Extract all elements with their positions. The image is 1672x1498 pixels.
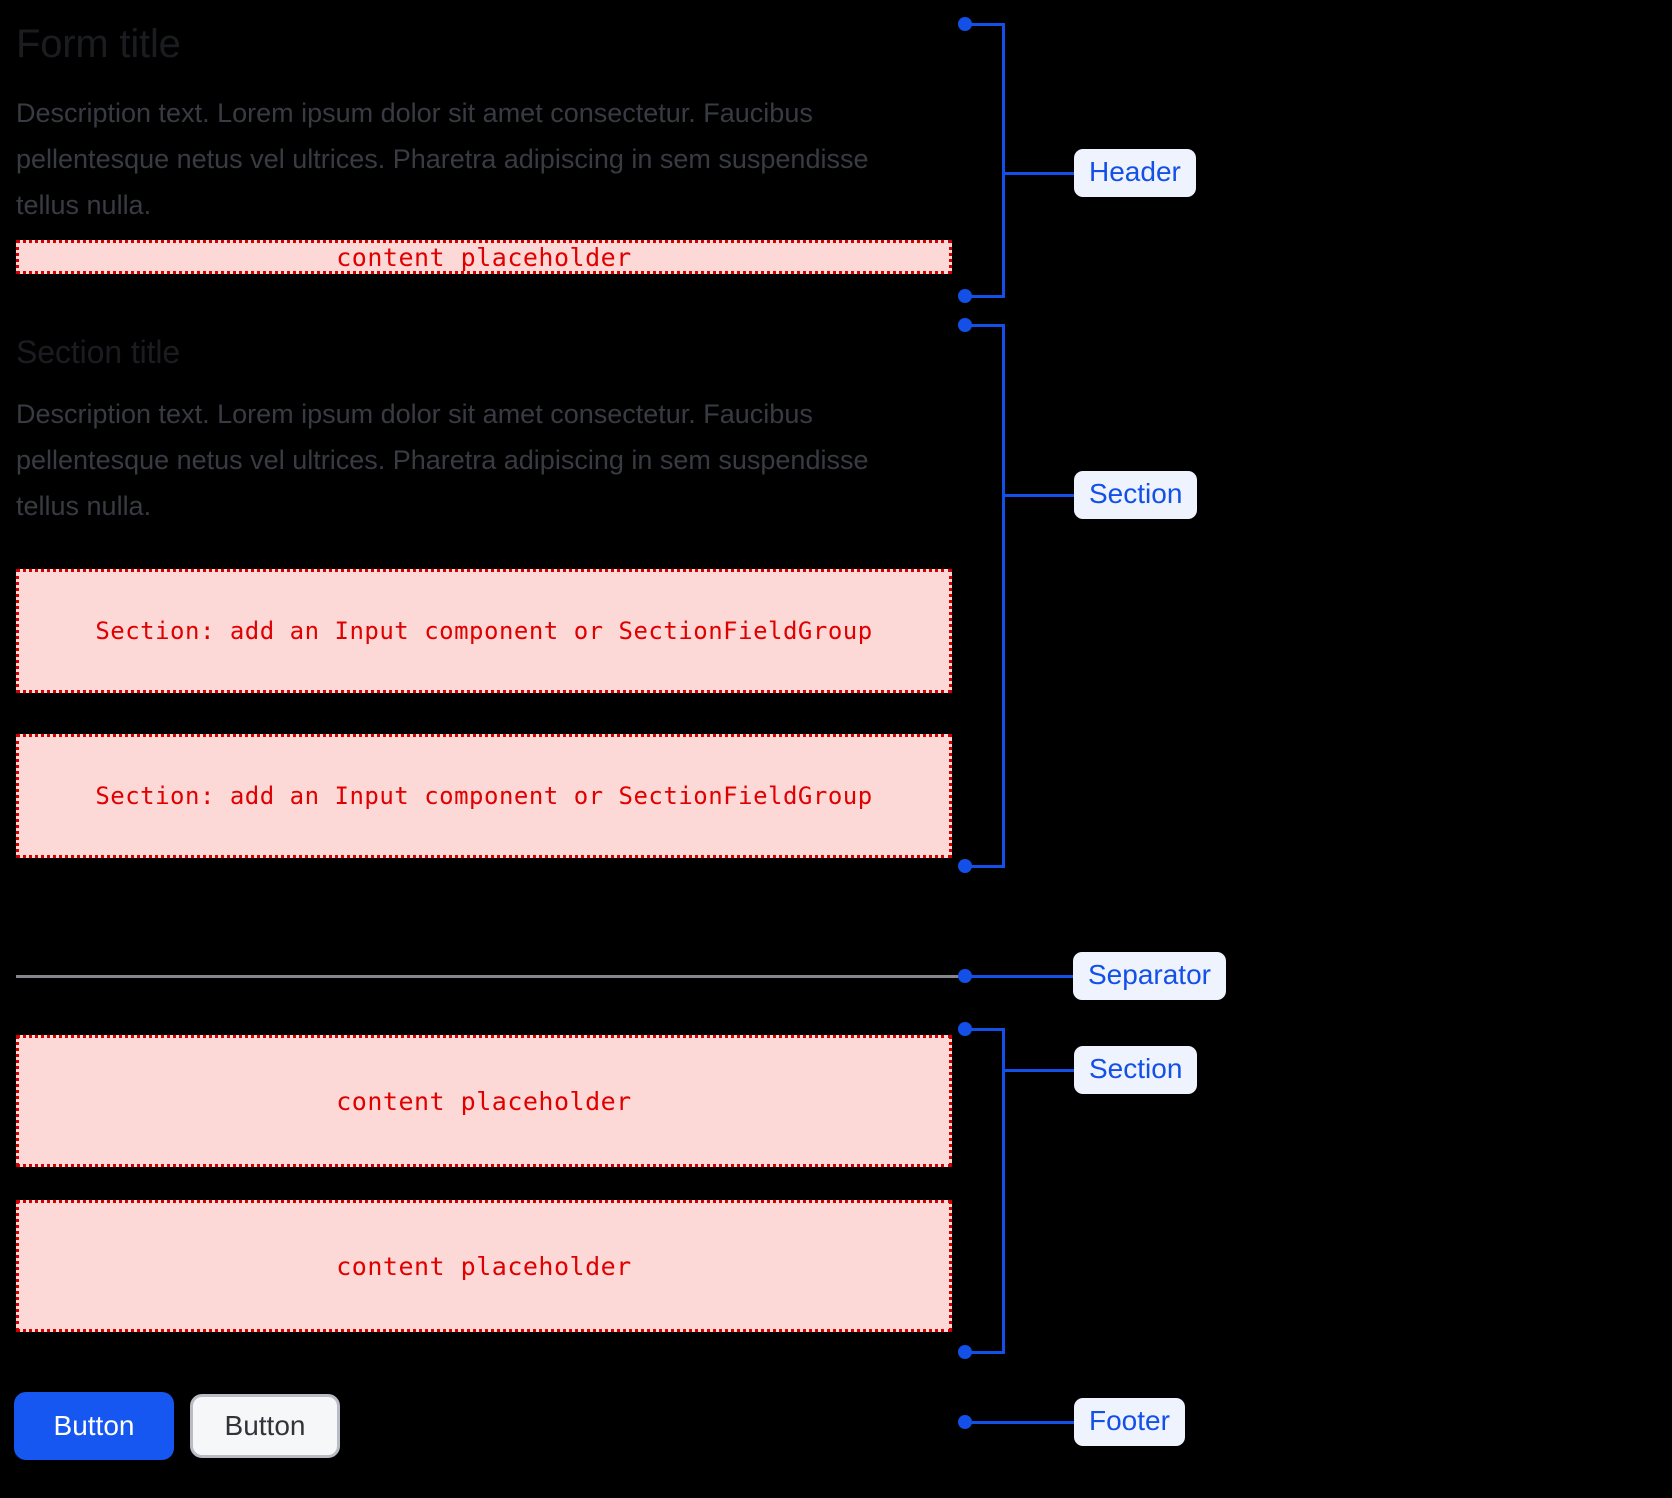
section-two-placeholder-2-label: content placeholder	[336, 1251, 632, 1281]
section-two-bracket-spine	[1002, 1028, 1005, 1354]
section-field-placeholder-2[interactable]: Section: add an Input component or Secti…	[16, 734, 952, 858]
separator-annotation-leader	[965, 975, 1075, 978]
section-field-placeholder-1-label: Section: add an Input component or Secti…	[95, 617, 873, 645]
section-one-bracket-leader	[1002, 494, 1076, 497]
section-two-placeholder-1-label: content placeholder	[336, 1086, 632, 1116]
header-bracket-bottom-stem	[965, 295, 1005, 298]
primary-button[interactable]: Button	[14, 1392, 174, 1460]
annotation-label-footer[interactable]: Footer	[1074, 1398, 1185, 1446]
secondary-button[interactable]: Button	[190, 1394, 340, 1458]
footer-annotation-leader	[965, 1421, 1077, 1424]
section-two-bracket-bottom-stem	[965, 1351, 1005, 1354]
section-field-placeholder-1[interactable]: Section: add an Input component or Secti…	[16, 569, 952, 693]
section-one-bracket-spine	[1002, 324, 1005, 868]
header-bracket-spine	[1002, 23, 1005, 298]
section-one-bracket-bottom-stem	[965, 865, 1005, 868]
form-header-description: Description text. Lorem ipsum dolor sit …	[16, 98, 869, 220]
header-content-placeholder[interactable]: content placeholder	[16, 240, 952, 274]
header-content-placeholder-label: content placeholder	[336, 242, 632, 272]
section-title: Section title	[16, 334, 181, 370]
header-bracket-top-stem	[965, 23, 1005, 26]
section-two-bracket-leader	[1002, 1069, 1076, 1072]
section-one-bracket-top-stem	[965, 324, 1005, 327]
section-two-placeholder-2[interactable]: content placeholder	[16, 1200, 952, 1332]
section-field-placeholder-2-label: Section: add an Input component or Secti…	[95, 782, 873, 810]
separator	[16, 975, 960, 978]
annotation-label-header[interactable]: Header	[1074, 149, 1196, 197]
annotation-label-section-one[interactable]: Section	[1074, 471, 1198, 519]
section-two-placeholder-1[interactable]: content placeholder	[16, 1035, 952, 1167]
header-bracket-leader	[1002, 172, 1076, 175]
section-two-bracket-top-stem	[965, 1028, 1005, 1031]
annotation-label-separator[interactable]: Separator	[1073, 952, 1226, 1000]
form-preview-column: Form title Description text. Lorem ipsum…	[14, 22, 960, 1460]
section-description: Description text. Lorem ipsum dolor sit …	[16, 399, 869, 521]
annotation-label-section-two[interactable]: Section	[1074, 1046, 1198, 1094]
form-title: Form title	[16, 22, 181, 66]
